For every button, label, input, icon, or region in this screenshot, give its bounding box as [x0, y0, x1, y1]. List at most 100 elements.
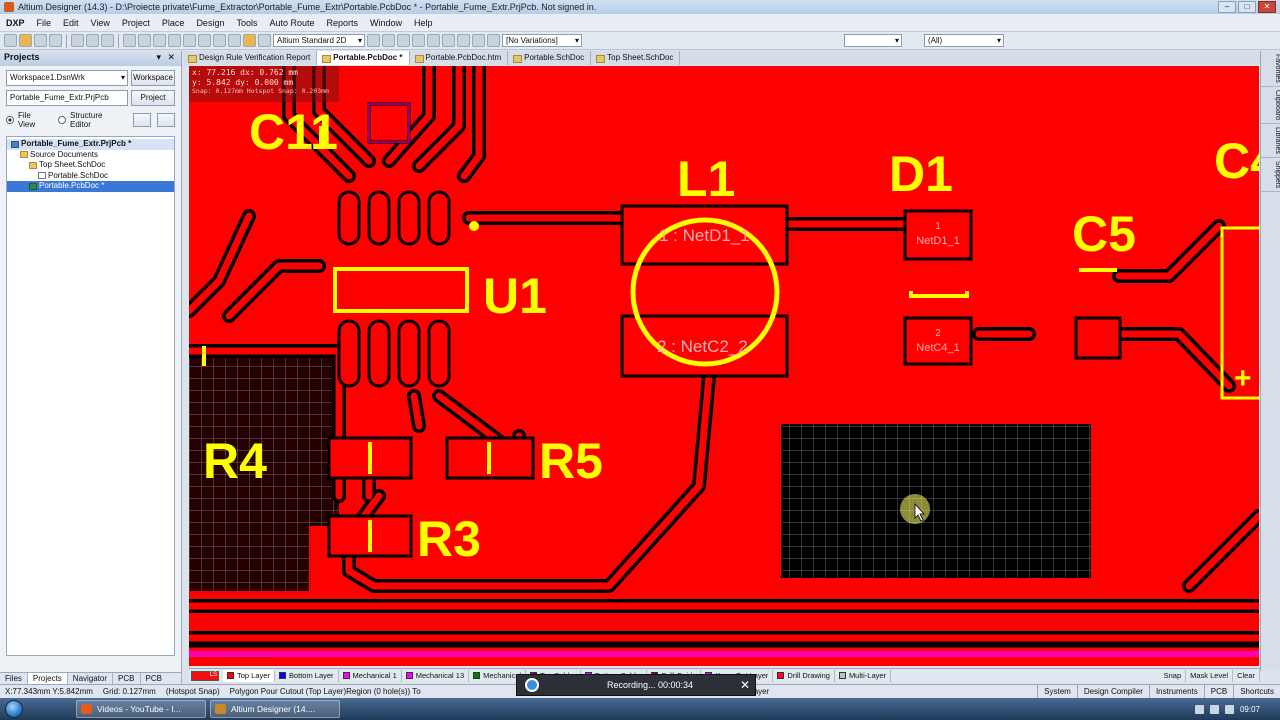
status-button-instruments[interactable]: Instruments — [1148, 685, 1204, 698]
undo-icon[interactable] — [213, 34, 226, 47]
status-button-design-compiler[interactable]: Design Compiler — [1076, 685, 1149, 698]
panel-tab-files[interactable]: Files — [0, 673, 28, 684]
snap-button[interactable]: Snap — [1160, 669, 1187, 682]
menu-place[interactable]: Place — [161, 17, 185, 28]
tray-volume-icon[interactable] — [1209, 704, 1219, 714]
layer-tab[interactable]: Bottom Layer — [275, 669, 339, 682]
side-tab-snippets[interactable]: Snippets — [1261, 158, 1280, 192]
u1-pad[interactable] — [337, 319, 361, 388]
layer-set-swatch[interactable]: LS — [191, 670, 219, 681]
cross-probe-icon[interactable] — [243, 34, 256, 47]
doc-tab-top-sheet[interactable]: Top Sheet.SchDoc — [591, 51, 681, 65]
menu-reports[interactable]: Reports — [326, 17, 359, 28]
print-icon[interactable] — [49, 34, 62, 47]
layer-tab[interactable]: Drill Drawing — [773, 669, 835, 682]
menu-design[interactable]: Design — [196, 17, 225, 28]
menu-edit[interactable]: Edit — [63, 17, 79, 28]
doc-tab-drc-report[interactable]: Design Rule Verification Report — [183, 51, 318, 65]
layer-tab[interactable]: Mechanical 1 — [339, 669, 402, 682]
select-area-icon[interactable] — [168, 34, 181, 47]
c5-pad[interactable] — [1074, 316, 1122, 360]
u1-pad[interactable] — [427, 190, 451, 246]
doc-tab-schdoc[interactable]: Portable.SchDoc — [508, 51, 592, 65]
task-altium[interactable]: Altium Designer (14.... — [210, 700, 340, 718]
menu-view[interactable]: View — [90, 17, 110, 28]
cut-icon[interactable] — [123, 34, 136, 47]
panel-tab-projects[interactable]: Projects — [27, 673, 68, 684]
interactive-route-icon[interactable] — [367, 34, 380, 47]
u1-pad[interactable] — [367, 319, 391, 388]
panel-tab-pcb-filter[interactable]: PCB Filter — [141, 673, 182, 694]
doc-tab-pcbdoc-htm[interactable]: Portable.PcbDoc.htm — [410, 51, 509, 65]
place-component-icon[interactable] — [487, 34, 500, 47]
project-button[interactable]: Project — [131, 90, 175, 106]
pcb-drawing[interactable]: 1 : NetD1_1 2 : NetC2_2 1 NetD1_1 2 NetC… — [189, 66, 1259, 666]
deselect-icon[interactable] — [198, 34, 211, 47]
d1-pad-2[interactable] — [903, 316, 973, 366]
menu-tools[interactable]: Tools — [236, 17, 258, 28]
status-button-pcb[interactable]: PCB — [1203, 685, 1233, 698]
variations-select[interactable]: [No Variations] — [502, 34, 582, 47]
u1-pad[interactable] — [427, 319, 451, 388]
new-file-icon[interactable] — [4, 34, 17, 47]
layer-tab[interactable]: Mechanical 13 — [402, 669, 470, 682]
place-polygon-icon[interactable] — [457, 34, 470, 47]
layer-tab[interactable]: Multi-Layer — [835, 669, 892, 682]
diff-pair-icon[interactable] — [382, 34, 395, 47]
close-button[interactable]: ✕ — [1258, 1, 1276, 13]
tray-clock[interactable]: 09:07 — [1239, 704, 1260, 714]
browse-component-icon[interactable] — [258, 34, 271, 47]
u1-pad[interactable] — [397, 190, 421, 246]
tree-item[interactable]: Top Sheet.SchDoc — [7, 160, 174, 171]
filter-select-empty[interactable] — [844, 34, 902, 47]
open-folder-icon[interactable] — [19, 34, 32, 47]
recording-close-icon[interactable]: ✕ — [739, 678, 751, 692]
minimize-button[interactable]: – — [1218, 1, 1236, 13]
zoom-selected-icon[interactable] — [101, 34, 114, 47]
menu-window[interactable]: Window — [370, 17, 403, 28]
c11-pad-1[interactable] — [367, 102, 411, 144]
panel-tab-navigator[interactable]: Navigator — [68, 673, 114, 684]
side-tab-favorites[interactable]: Favorites — [1261, 51, 1280, 87]
filter-select[interactable]: (All) — [924, 34, 1004, 47]
tree-item[interactable]: Portable.PcbDoc * — [7, 181, 174, 192]
status-button-system[interactable]: System — [1037, 685, 1077, 698]
u1-pad[interactable] — [337, 190, 361, 246]
move-icon[interactable] — [183, 34, 196, 47]
status-button-shortcuts[interactable]: Shortcuts — [1233, 685, 1280, 698]
mask-level-button[interactable]: Mask Level — [1186, 669, 1234, 682]
tree-item[interactable]: Portable.SchDoc — [7, 171, 174, 182]
place-string-icon[interactable] — [472, 34, 485, 47]
panel-tab-pcb[interactable]: PCB — [113, 673, 141, 684]
menu-file[interactable]: File — [36, 17, 52, 28]
tray-network-icon[interactable] — [1194, 704, 1204, 714]
project-combo[interactable]: Portable_Fume_Extr.PrjPcb — [6, 90, 128, 106]
side-tab-libraries[interactable]: Libraries — [1261, 124, 1280, 158]
side-tab-clipboard[interactable]: Clipboard — [1261, 87, 1280, 124]
u1-pad[interactable] — [367, 190, 391, 246]
maximize-button[interactable]: □ — [1238, 1, 1256, 13]
clear-button[interactable]: Clear — [1233, 669, 1260, 682]
panel-refresh-button[interactable] — [133, 113, 152, 127]
panel-controls[interactable]: ▾ ✕ — [156, 52, 177, 62]
menu-help[interactable]: Help — [414, 17, 433, 28]
zoom-area-icon[interactable] — [86, 34, 99, 47]
workspace-combo[interactable]: Workspace1.DsnWrk — [6, 70, 128, 86]
menu-dxp[interactable]: DXP — [6, 17, 25, 28]
layer-tab[interactable]: Top Layer — [223, 669, 275, 682]
paste-icon[interactable] — [153, 34, 166, 47]
u1-pad[interactable] — [397, 319, 421, 388]
task-youtube[interactable]: Videos - YouTube - I... — [76, 700, 206, 718]
tree-item[interactable]: Source Documents — [7, 150, 174, 161]
view-mode-select[interactable]: Altium Standard 2D — [273, 34, 365, 47]
file-view-radio[interactable] — [6, 116, 14, 124]
place-fill-icon[interactable] — [442, 34, 455, 47]
d1-pad-1[interactable] — [903, 209, 973, 261]
save-icon[interactable] — [34, 34, 47, 47]
l1-pad-1[interactable] — [620, 204, 789, 266]
copy-icon[interactable] — [138, 34, 151, 47]
menu-project[interactable]: Project — [121, 17, 150, 28]
menu-auto-route[interactable]: Auto Route — [269, 17, 315, 28]
workspace-button[interactable]: Workspace — [131, 70, 175, 86]
place-arc-icon[interactable] — [427, 34, 440, 47]
